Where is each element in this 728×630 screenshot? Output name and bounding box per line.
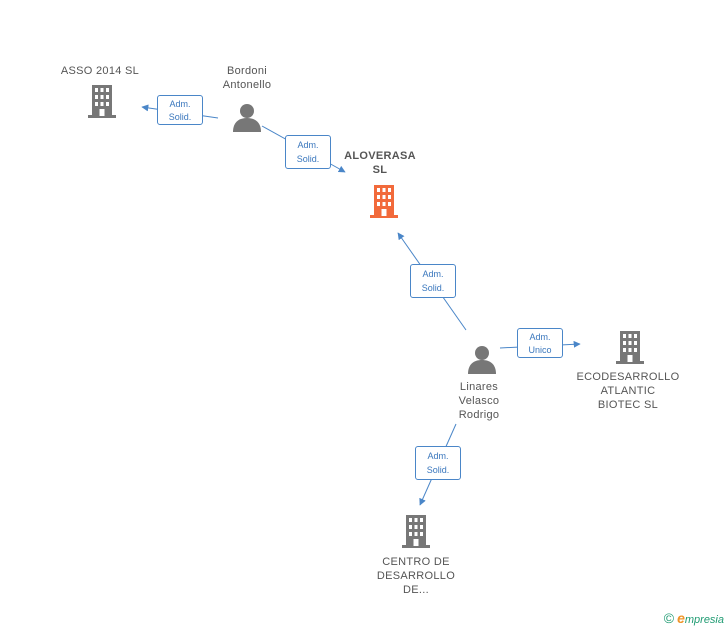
building-icon-focus[interactable] — [368, 184, 400, 218]
person-icon[interactable] — [467, 344, 497, 374]
role-badge-linares-ecodesarrollo: Adm. Unico — [517, 328, 563, 358]
person-label-linares[interactable]: Linares Velasco Rodrigo — [458, 381, 500, 421]
person-label-bordoni[interactable]: Bordoni Antonello — [222, 65, 272, 91]
role-badge-linares-aloverasa: Adm. Solid. — [410, 264, 456, 298]
company-label-centro[interactable]: CENTRO DE DESARROLLO DE... — [376, 556, 456, 596]
brand-initial: e — [677, 610, 685, 626]
footer-brand[interactable]: © empresia — [664, 610, 724, 626]
building-icon[interactable] — [614, 330, 646, 364]
company-label-asso[interactable]: ASSO 2014 SL — [60, 65, 140, 77]
copyright-symbol: © — [663, 610, 675, 626]
building-icon[interactable] — [86, 84, 118, 118]
role-badge-bordoni-asso: Adm. Solid. — [157, 95, 203, 125]
person-icon[interactable] — [232, 102, 262, 132]
role-badge-linares-centro: Adm. Solid. — [415, 446, 461, 480]
company-label-ecodesarrollo[interactable]: ECODESARROLLO ATLANTIC BIOTEC SL — [576, 371, 680, 411]
company-label-aloverasa[interactable]: ALOVERASA SL — [344, 150, 416, 176]
brand-name: mpresia — [684, 614, 724, 626]
role-badge-bordoni-aloverasa: Adm. Solid. — [285, 135, 331, 169]
building-icon[interactable] — [400, 514, 432, 548]
